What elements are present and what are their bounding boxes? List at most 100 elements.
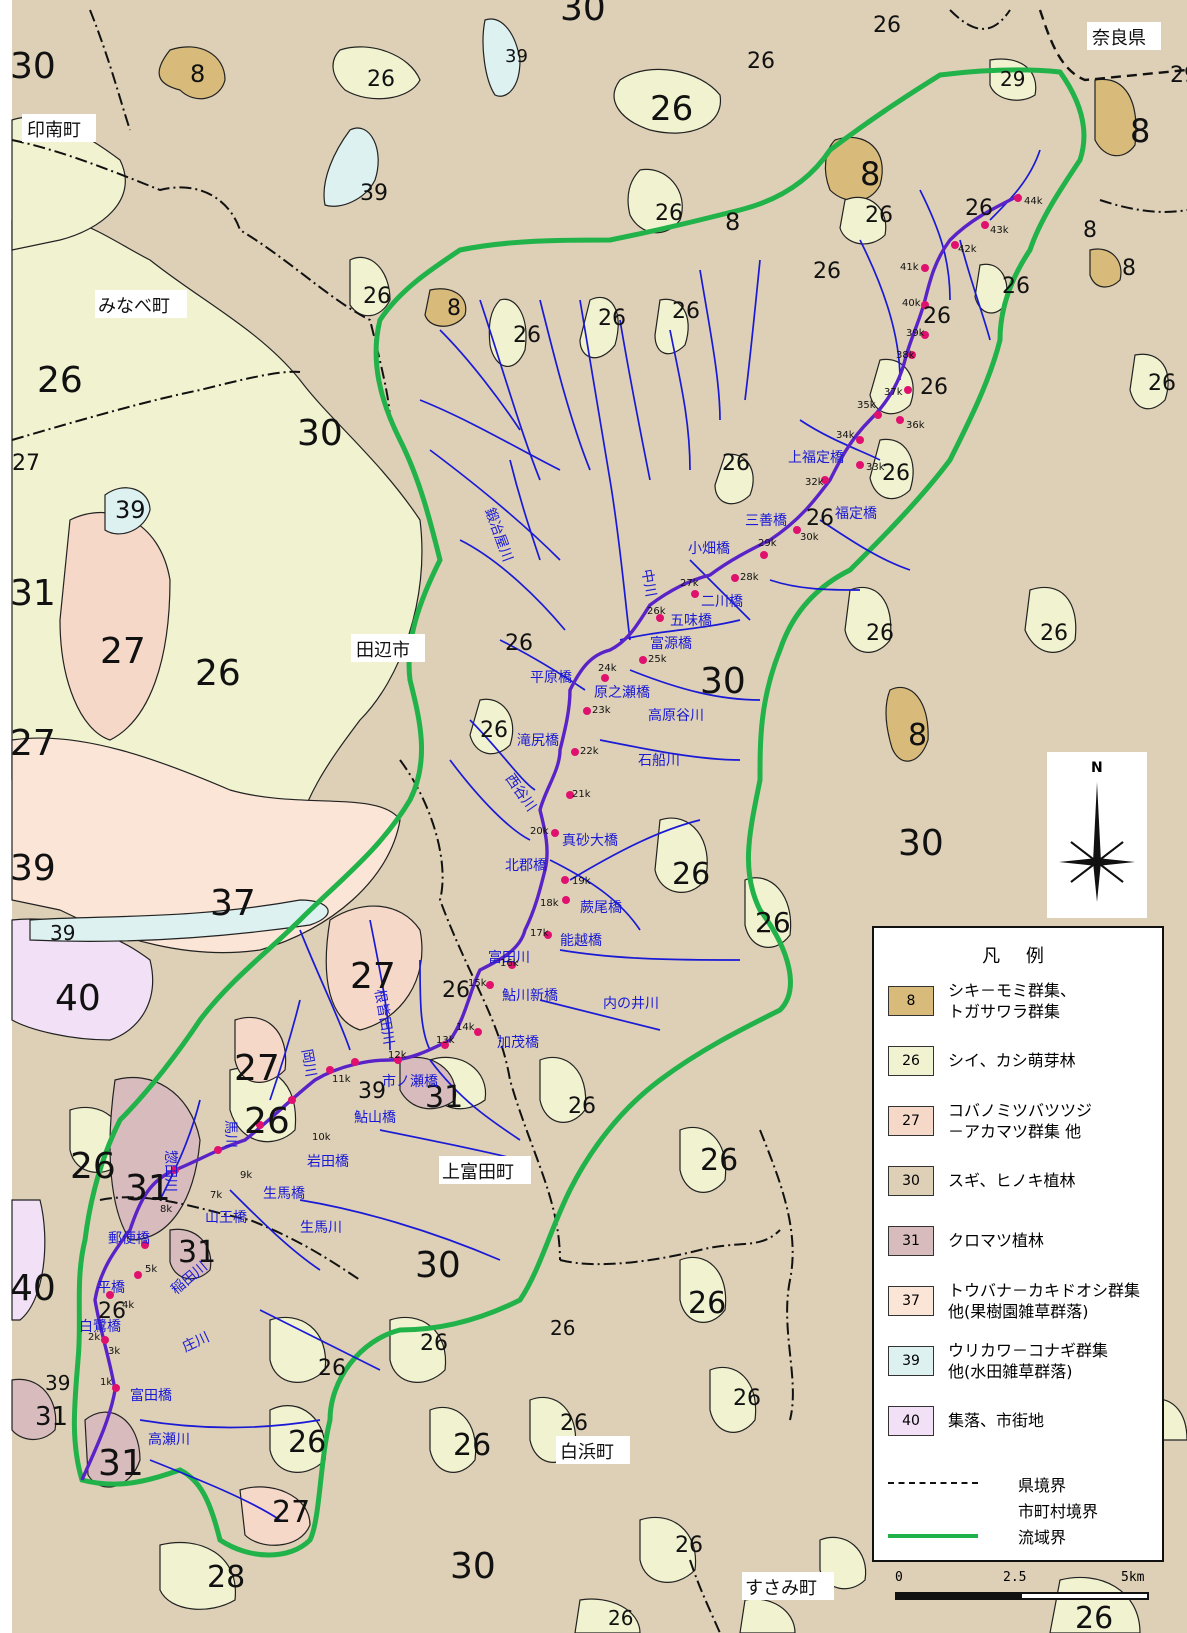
svg-text:13k: 13k <box>436 1035 455 1046</box>
zone-label: 8 <box>447 296 461 321</box>
zone-39-c <box>104 487 151 535</box>
river-label: 高瀬川 <box>148 1431 190 1448</box>
zone-label: 29 <box>1000 67 1025 91</box>
zone-label: 26 <box>288 1425 326 1460</box>
legend-swatch: 30 <box>888 1166 934 1196</box>
svg-text:36k: 36k <box>906 420 925 431</box>
zone-label: 26 <box>655 201 683 226</box>
bridge-label: 上福定橋 <box>788 450 844 466</box>
place-label: 田辺市 <box>356 640 410 661</box>
zone-label: 31 <box>98 1443 144 1484</box>
svg-text:38k: 38k <box>896 350 915 361</box>
zone-31-b <box>399 1056 457 1110</box>
bridge-label: 北郡橋 <box>505 858 547 874</box>
svg-text:29k: 29k <box>758 538 777 549</box>
green-line-icon <box>888 1534 978 1538</box>
svg-text:11k: 11k <box>332 1074 351 1085</box>
legend-swatch: 40 <box>888 1406 934 1436</box>
svg-text:26k: 26k <box>647 606 666 617</box>
zone-label: 26 <box>568 1094 596 1119</box>
legend-text: シイ、カシ萌芽林 <box>948 1051 1076 1070</box>
zone-label: 30 <box>10 46 56 87</box>
zone-label: 26 <box>1148 371 1176 396</box>
legend-item: 30 スギ、ヒノキ植林 <box>888 1158 1158 1204</box>
zone-label: 39 <box>505 46 528 67</box>
zone-label: 26 <box>965 196 993 221</box>
zone-label: 27 <box>234 1048 280 1089</box>
legend-item: 27 コバノミツバツツジ－アカマツ群集 他 <box>888 1098 1158 1144</box>
bridge-label: 鮎川新橋 <box>502 988 558 1004</box>
bridge-label: 富源橋 <box>650 635 692 652</box>
zone-label: 37 <box>210 883 256 924</box>
zone-label: 27 <box>272 1495 310 1530</box>
zone-label: 27 <box>12 451 40 476</box>
zone-label: 39 <box>358 1079 386 1104</box>
zone-label: 26 <box>733 1386 761 1411</box>
zone-8-f <box>1089 248 1122 288</box>
svg-text:40k: 40k <box>902 298 921 309</box>
svg-text:44k: 44k <box>1024 196 1043 207</box>
zone-label: 26 <box>923 304 951 329</box>
river-label: 中川 <box>638 568 659 598</box>
zone-40-south <box>11 1199 46 1321</box>
zone-label: 26 <box>672 299 700 324</box>
zone-label: 26 <box>1040 621 1068 646</box>
place-label: 印南町 <box>27 120 81 141</box>
zone-label: 39 <box>115 496 146 524</box>
scale-label: 2.5 <box>1003 1570 1027 1585</box>
svg-text:20k: 20k <box>530 826 549 837</box>
zone-label: 26 <box>195 653 241 694</box>
river-label: 富田川 <box>488 949 530 966</box>
zone-label: 26 <box>367 67 395 92</box>
zone-31-west <box>109 1076 201 1241</box>
zone-label: 26 <box>755 906 791 939</box>
bridge-label: 三善橋 <box>745 513 787 529</box>
zone-label: 26 <box>550 1316 575 1340</box>
north-arrow: N <box>1047 752 1147 918</box>
zone-label: 28 <box>207 1560 245 1595</box>
place-label: 白浜町 <box>560 1442 614 1463</box>
zone-label: 26 <box>98 1299 126 1324</box>
zone-39-a <box>482 18 521 97</box>
svg-text:4k: 4k <box>122 1300 134 1311</box>
zone-label: 26 <box>688 1286 726 1321</box>
bridge-label: 岩田橋 <box>307 1154 349 1170</box>
svg-text:17k: 17k <box>530 928 549 939</box>
bridge-label: 平橋 <box>97 1280 125 1296</box>
zone-label: 26 <box>513 323 541 348</box>
zone-label: 8 <box>1122 256 1136 281</box>
river-labels: 鍛冶屋川 中川 高原谷川 石船川 西谷川 富田川 内の井川 根皆田川 岡川 馬川… <box>148 506 704 1448</box>
bridge-label: 鮎山橋 <box>354 1110 396 1126</box>
zone-label: 8 <box>1130 112 1150 150</box>
zone-label: 8 <box>860 155 880 193</box>
river-label: 西谷川 <box>502 771 539 815</box>
zone-label: 26 <box>1002 274 1030 299</box>
zone-label: 30 <box>450 1546 496 1587</box>
svg-text:21k: 21k <box>572 789 591 800</box>
bridge-label: 五味橋 <box>670 613 712 629</box>
map-frame <box>0 0 12 1633</box>
svg-text:43k: 43k <box>990 225 1009 236</box>
river-label: 内の井川 <box>603 996 659 1012</box>
legend: 凡 例 8 シキ－モミ群集、トガサワラ群集 26 シイ、カシ萌芽林 27 コバノ… <box>872 926 1164 1562</box>
svg-text:14k: 14k <box>456 1022 475 1033</box>
svg-text:33k: 33k <box>866 462 885 473</box>
tributaries <box>139 149 1041 1521</box>
zone-label: 27 <box>350 956 396 997</box>
zone-label: 26 <box>453 1428 491 1463</box>
legend-line-label: 県境界 <box>1018 1476 1067 1495</box>
zone-number-labels: 30 8 26 26 26 30 39 39 26 26 8 8 8 29 29… <box>10 0 1187 1633</box>
svg-text:5k: 5k <box>145 1264 157 1275</box>
zone-label: 8 <box>1083 218 1097 243</box>
svg-text:3k: 3k <box>108 1346 120 1357</box>
bridge-label: 二川橋 <box>701 594 743 610</box>
legend-text: ウリカワ－コナギ群集他(水田雑草群落) <box>948 1341 1109 1381</box>
svg-text:23k: 23k <box>592 705 611 716</box>
scale-bar: 0 2.5 5km <box>895 1570 1155 1620</box>
zone-label: 26 <box>806 506 834 531</box>
zone-label: 8 <box>725 208 740 236</box>
bridge-label: 原之瀬橋 <box>594 685 650 701</box>
legend-text: シキ－モミ群集、トガサワラ群集 <box>948 981 1077 1021</box>
zone-label: 26 <box>420 1331 448 1356</box>
zone-27-c <box>234 1016 287 1083</box>
